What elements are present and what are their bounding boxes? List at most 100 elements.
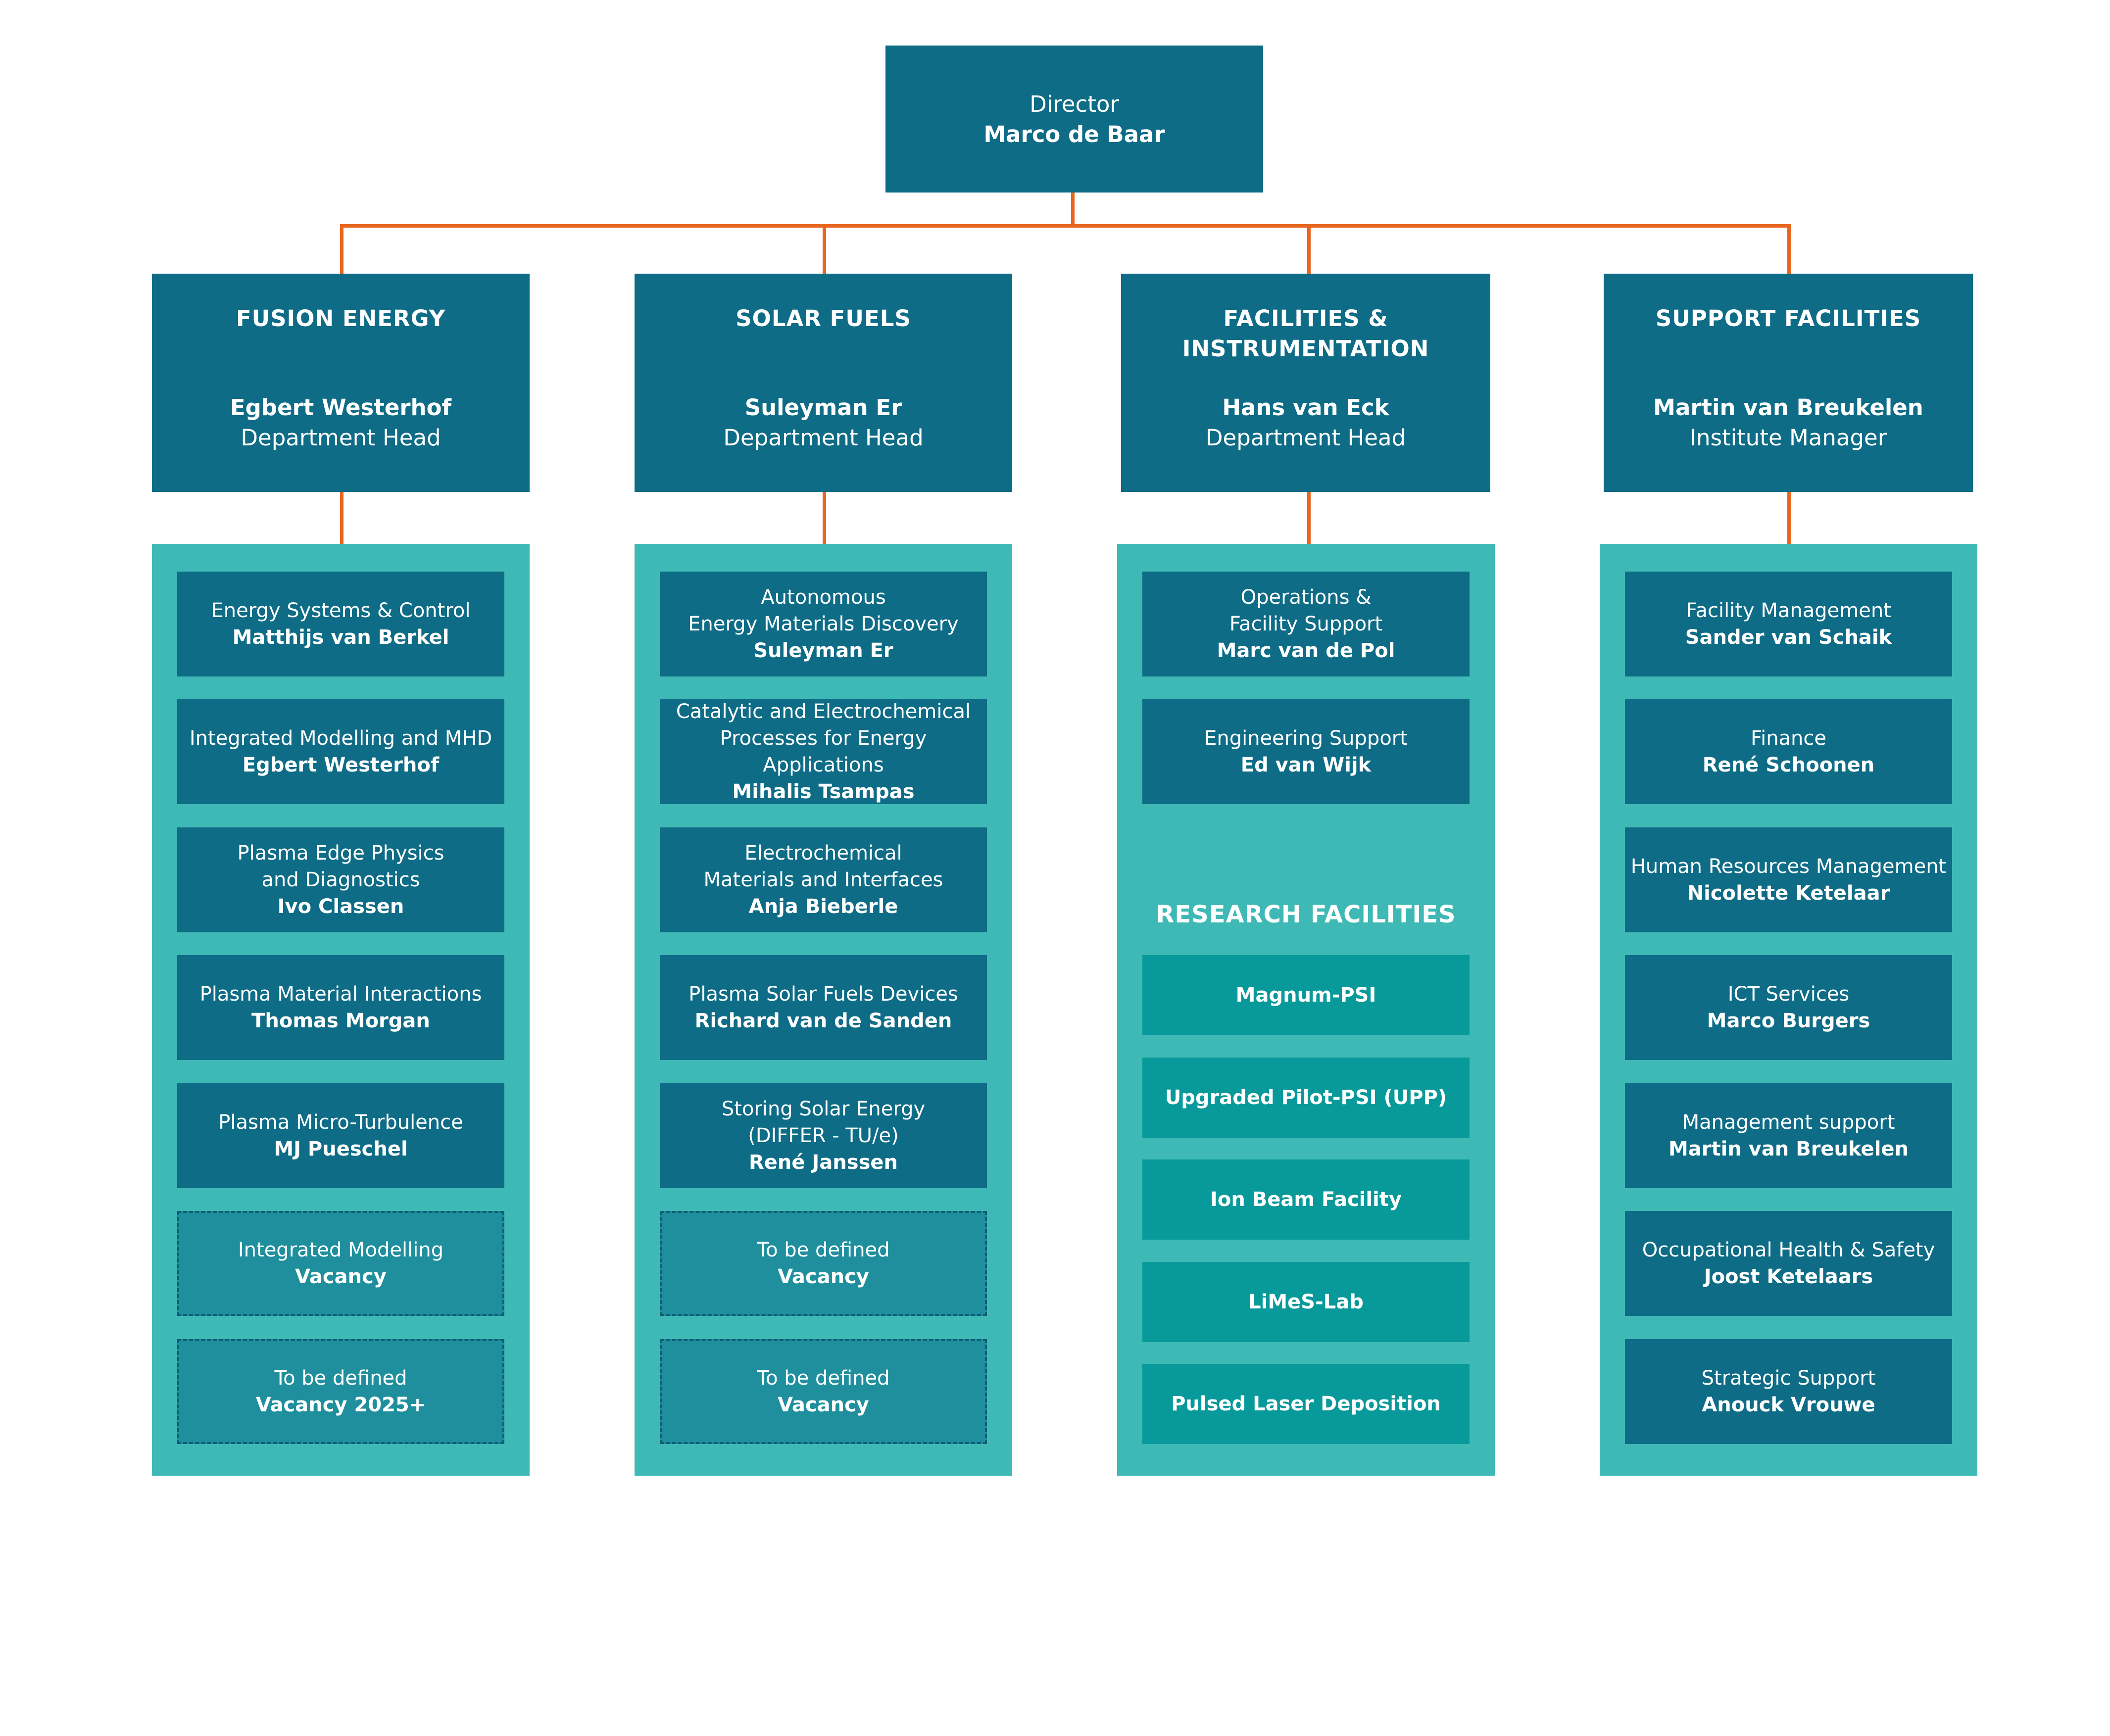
unit-box: ICT Services Marco Burgers [1625, 955, 1952, 1060]
vacancy-box: To be defined Vacancy [660, 1339, 987, 1444]
unit-title: Engineering Support [1204, 727, 1408, 750]
department-head-name: Egbert Westerhof [230, 394, 452, 421]
unit-box: Plasma Micro-Turbulence MJ Pueschel [177, 1083, 504, 1188]
unit-box: Operations & Facility Support Marc van d… [1142, 572, 1470, 676]
unit-title: Occupational Health & Safety [1642, 1239, 1935, 1261]
connector-solar-panel [823, 492, 826, 544]
facility-box: Upgraded Pilot-PSI (UPP) [1142, 1058, 1470, 1138]
connector-facilities-panel [1307, 492, 1311, 544]
unit-lead-name: René Janssen [748, 1151, 898, 1174]
unit-title: ICT Services [1727, 983, 1850, 1006]
unit-lead-name: Richard van de Sanden [694, 1010, 952, 1032]
director-box: Director Marco de Baar [885, 46, 1263, 193]
unit-box: Electrochemical Materials and Interfaces… [660, 827, 987, 932]
unit-title: Catalytic and Electrochemical Processes … [676, 700, 971, 776]
department-name: SUPPORT FACILITIES [1655, 305, 1921, 332]
connector-facilities [1307, 224, 1311, 274]
unit-lead-name: Anja Bieberle [748, 895, 898, 918]
facility-box: Magnum-PSI [1142, 955, 1470, 1035]
department-head-role: Department Head [1205, 425, 1406, 451]
unit-lead-name: Ed van Wijk [1240, 754, 1372, 776]
unit-box: Energy Systems & Control Matthijs van Be… [177, 572, 504, 676]
vacancy-box: Integrated Modelling Vacancy [177, 1211, 504, 1316]
department-head-role: Department Head [723, 425, 924, 451]
unit-lead-name: Mihalis Tsampas [732, 780, 915, 803]
department-head-role: Department Head [241, 425, 441, 451]
connector-director-down [1071, 193, 1075, 228]
director-name: Marco de Baar [983, 121, 1165, 147]
connector-support-panel [1787, 492, 1791, 544]
department-facilities-instrumentation: FACILITIES & INSTRUMENTATION Hans van Ec… [1121, 274, 1490, 492]
unit-box: Engineering Support Ed van Wijk [1142, 699, 1470, 804]
unit-lead-name: Vacancy 2025+ [255, 1394, 426, 1416]
unit-box: Management support Martin van Breukelen [1625, 1083, 1952, 1188]
unit-title: To be defined [274, 1367, 407, 1390]
unit-lead-name: MJ Pueschel [274, 1138, 408, 1160]
director-title: Director [1030, 91, 1119, 117]
unit-box: Finance René Schoonen [1625, 699, 1952, 804]
connector-horizontal [340, 224, 1791, 228]
unit-title: Operations & Facility Support [1229, 586, 1383, 635]
unit-lead-name: René Schoonen [1702, 754, 1875, 776]
unit-title: To be defined [757, 1239, 890, 1261]
facility-box: Ion Beam Facility [1142, 1159, 1470, 1240]
connector-fusion [340, 224, 343, 274]
unit-title: Human Resources Management [1630, 855, 1947, 878]
unit-lead-name: Vacancy [778, 1394, 869, 1416]
unit-lead-name: Joost Ketelaars [1704, 1265, 1873, 1288]
unit-title: Storing Solar Energy (DIFFER - TU/e) [721, 1098, 926, 1147]
department-head-role: Institute Manager [1689, 425, 1887, 451]
unit-lead-name: Sander van Schaik [1685, 626, 1892, 649]
department-fusion-energy: FUSION ENERGY Egbert Westerhof Departmen… [152, 274, 530, 492]
unit-box: Human Resources Management Nicolette Ket… [1625, 827, 1952, 932]
department-head-name: Suleyman Er [744, 394, 902, 421]
unit-title: Integrated Modelling [238, 1239, 444, 1261]
unit-box: Plasma Solar Fuels Devices Richard van d… [660, 955, 987, 1060]
research-facilities-title: RESEARCH FACILITIES [1156, 901, 1456, 928]
unit-lead-name: Thomas Morgan [251, 1010, 430, 1032]
unit-box: Integrated Modelling and MHD Egbert West… [177, 699, 504, 804]
unit-box: Autonomous Energy Materials Discovery Su… [660, 572, 987, 676]
department-support-facilities: SUPPORT FACILITIES Martin van Breukelen … [1604, 274, 1973, 492]
unit-box: Facility Management Sander van Schaik [1625, 572, 1952, 676]
unit-box: Storing Solar Energy (DIFFER - TU/e) Ren… [660, 1083, 987, 1188]
vacancy-box: To be defined Vacancy 2025+ [177, 1339, 504, 1444]
unit-title: Plasma Solar Fuels Devices [688, 983, 958, 1006]
department-head-name: Hans van Eck [1222, 394, 1389, 421]
unit-lead-name: Nicolette Ketelaar [1687, 882, 1890, 905]
unit-lead-name: Matthijs van Berkel [232, 626, 449, 649]
unit-lead-name: Suleyman Er [753, 639, 893, 662]
department-name: FUSION ENERGY [236, 305, 446, 332]
unit-lead-name: Vacancy [778, 1265, 869, 1288]
unit-title: Management support [1682, 1111, 1895, 1134]
unit-title: Finance [1750, 727, 1827, 750]
unit-box: Catalytic and Electrochemical Processes … [660, 699, 987, 804]
unit-title: Facility Management [1686, 599, 1891, 622]
connector-support [1787, 224, 1791, 274]
unit-lead-name: Egbert Westerhof [242, 754, 440, 776]
unit-lead-name: Ivo Classen [277, 895, 404, 918]
unit-lead-name: Martin van Breukelen [1668, 1138, 1909, 1160]
unit-title: Plasma Material Interactions [199, 983, 482, 1006]
unit-title: Plasma Edge Physics and Diagnostics [237, 842, 444, 891]
unit-title: To be defined [757, 1367, 890, 1390]
unit-title: Strategic Support [1701, 1367, 1876, 1390]
unit-box: Plasma Edge Physics and Diagnostics Ivo … [177, 827, 504, 932]
unit-lead-name: Marco Burgers [1707, 1010, 1870, 1032]
connector-solar [823, 224, 826, 274]
unit-lead-name: Anouck Vrouwe [1702, 1394, 1875, 1416]
unit-title: Electrochemical Materials and Interfaces [703, 842, 943, 891]
unit-title: Plasma Micro-Turbulence [218, 1111, 463, 1134]
vacancy-box: To be defined Vacancy [660, 1211, 987, 1316]
unit-title: Energy Systems & Control [211, 599, 471, 622]
department-name: SOLAR FUELS [736, 305, 911, 332]
unit-title: Integrated Modelling and MHD [189, 727, 492, 750]
unit-box: Strategic Support Anouck Vrouwe [1625, 1339, 1952, 1444]
department-solar-fuels: SOLAR FUELS Suleyman Er Department Head [635, 274, 1012, 492]
facility-box: LiMeS-Lab [1142, 1262, 1470, 1342]
unit-title: Autonomous Energy Materials Discovery [688, 586, 959, 635]
unit-lead-name: Vacancy [295, 1265, 387, 1288]
facility-box: Pulsed Laser Deposition [1142, 1364, 1470, 1444]
department-head-name: Martin van Breukelen [1653, 394, 1923, 421]
department-name: FACILITIES & INSTRUMENTATION [1182, 305, 1429, 362]
